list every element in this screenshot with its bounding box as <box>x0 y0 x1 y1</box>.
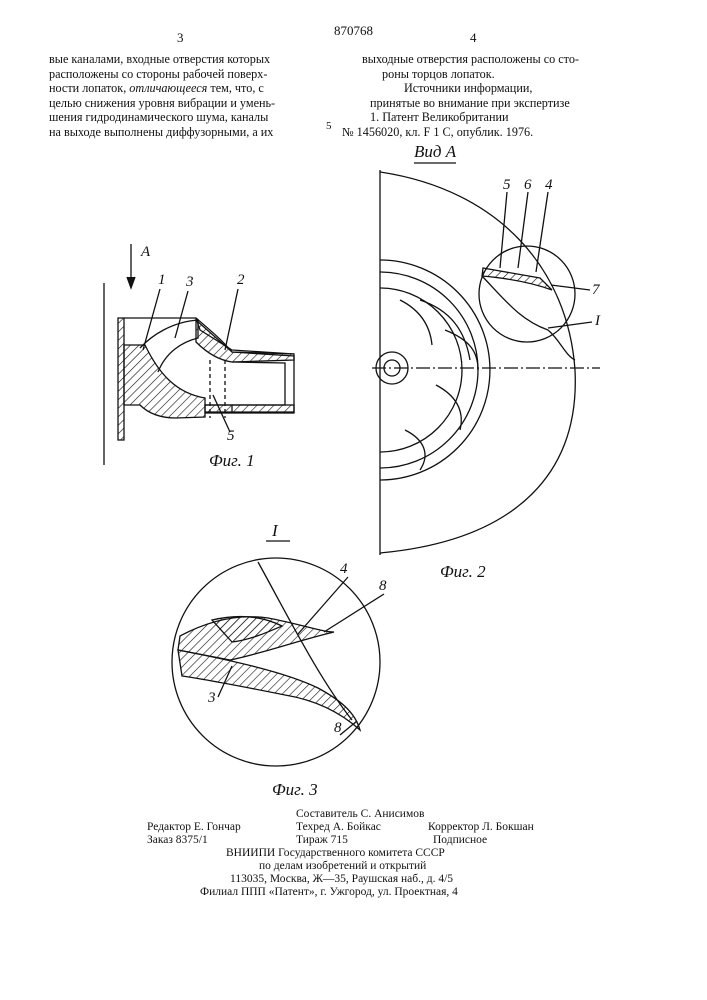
fig3-detail-label: I <box>272 521 278 541</box>
footer-circulation: Тираж 715 <box>296 834 348 847</box>
footer-techred: Техред А. Бойкас <box>296 821 381 834</box>
fig3-label-8-bottom: 8 <box>334 720 342 737</box>
fig3-caption: Фиг. 3 <box>272 780 318 800</box>
fig1-caption: Фиг. 1 <box>209 451 255 471</box>
fig2-label-7: 7 <box>592 282 600 299</box>
fig3-label-8-top: 8 <box>379 578 387 595</box>
fig3-label-3: 3 <box>208 690 216 707</box>
footer-editor: Редактор Е. Гончар <box>147 821 241 834</box>
fig1-label-3: 3 <box>186 274 194 291</box>
footer-branch: Филиал ППП «Патент», г. Ужгород, ул. Про… <box>200 886 458 899</box>
fig1-label-1: 1 <box>158 272 166 289</box>
fig1-arrow-label: A <box>141 244 150 261</box>
fig2-label-4: 4 <box>545 177 553 194</box>
footer-corrector: Корректор Л. Бокшан <box>428 821 534 834</box>
footer-org-line3: 113035, Москва, Ж—35, Раушская наб., д. … <box>230 873 453 886</box>
footer-subscription: Подписное <box>433 834 487 847</box>
fig2-caption: Фиг. 2 <box>440 562 486 582</box>
fig1-drawing <box>104 244 294 465</box>
footer-compiler: Составитель С. Анисимов <box>296 808 424 821</box>
fig2-label-6: 6 <box>524 177 532 194</box>
fig2-drawing <box>372 163 600 555</box>
fig1-label-5: 5 <box>227 428 235 445</box>
fig1-label-2: 2 <box>237 272 245 289</box>
footer-org-line1: ВНИИПИ Государственного комитета СССР <box>226 847 445 860</box>
fig3-label-4: 4 <box>340 561 348 578</box>
fig2-label-I: I <box>595 313 600 330</box>
footer-org-line2: по делам изобретений и открытий <box>259 860 426 873</box>
fig2-label-5: 5 <box>503 177 511 194</box>
fig2-view-label: Вид А <box>414 142 456 162</box>
fig3-drawing <box>172 541 384 766</box>
footer-order: Заказ 8375/1 <box>147 834 208 847</box>
